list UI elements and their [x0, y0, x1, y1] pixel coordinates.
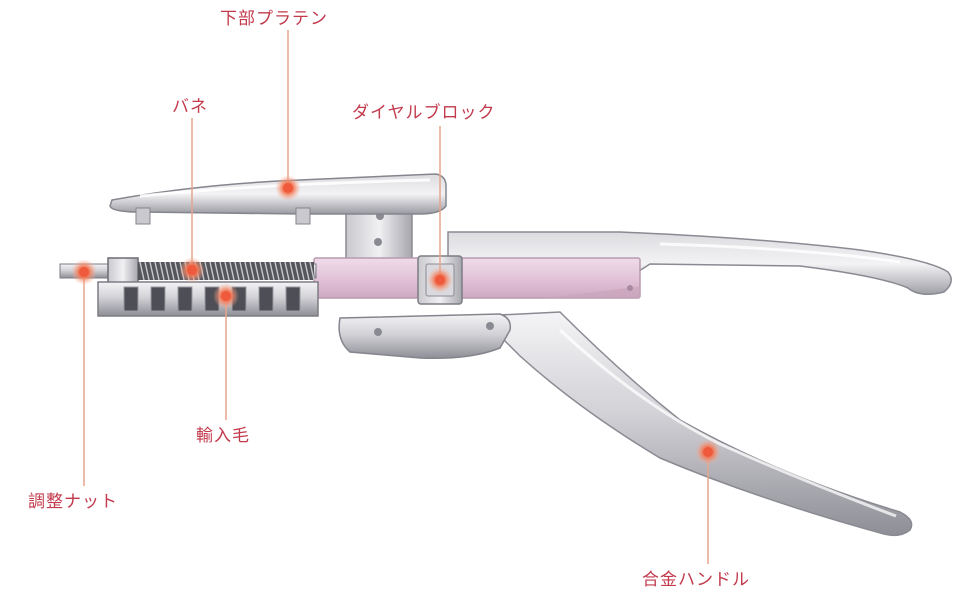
callout-label-lower-platen: 下部プラテン [220, 9, 328, 29]
hair-extension-tool-illustration [59, 173, 952, 537]
callout-adjust-nut: 調整ナット [28, 259, 118, 512]
callout-spring: バネ [172, 97, 208, 283]
callout-label-adjust-nut: 調整ナット [28, 492, 118, 512]
adjust-nut-shape [107, 257, 139, 285]
pink-plate [313, 257, 641, 299]
callouts: 下部プラテン バネ ダイヤルブロック 輸入毛 調整ナット [28, 9, 750, 590]
callout-alloy-handle: 合金ハンドル [642, 439, 750, 590]
callout-lower-platen: 下部プラテン [220, 9, 328, 201]
lower-jaw-bracket [338, 313, 512, 360]
spring-coils [138, 261, 315, 281]
callout-label-spring: バネ [172, 97, 208, 117]
callout-label-feed-hair: 輸入毛 [196, 426, 250, 446]
callout-label-dial-block: ダイヤルブロック [352, 102, 496, 123]
callout-feed-hair: 輸入毛 [196, 283, 250, 446]
lower-alloy-handle [478, 311, 913, 537]
callout-dial-block: ダイヤルブロック [352, 102, 496, 293]
callout-label-alloy-handle: 合金ハンドル [642, 570, 750, 590]
